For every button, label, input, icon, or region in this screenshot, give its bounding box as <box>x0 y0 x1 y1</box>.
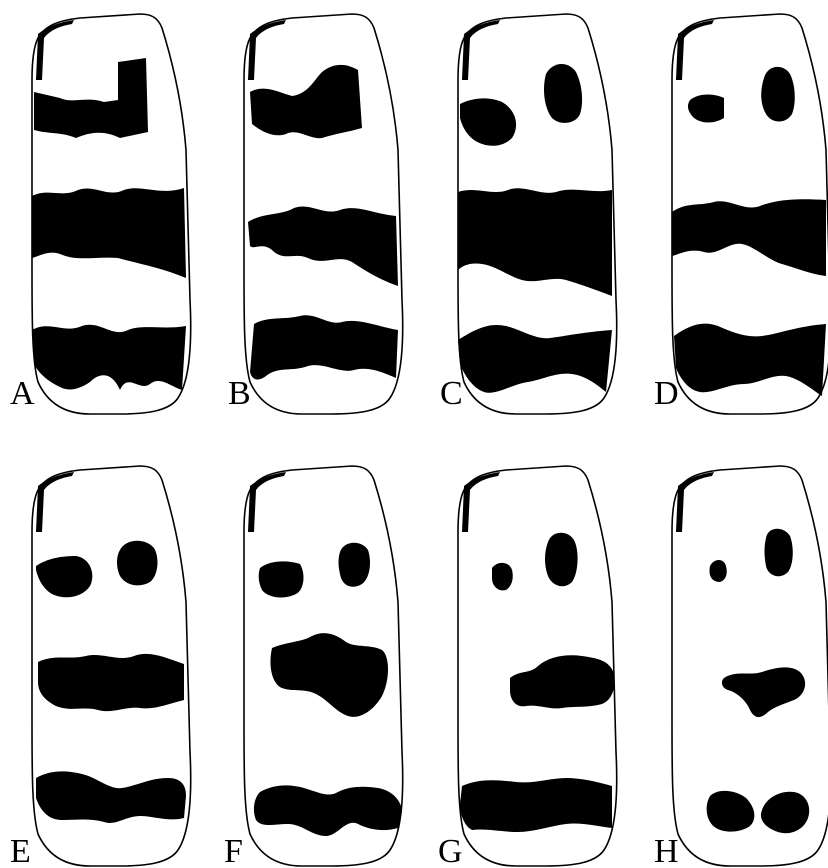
panel-d <box>672 14 828 414</box>
panel-a <box>32 14 191 414</box>
right-spot-mark <box>545 533 578 587</box>
panel-label-g: G <box>438 833 463 868</box>
panel-c <box>458 14 617 414</box>
panel-label-d: D <box>654 375 679 412</box>
panel-label-e: E <box>10 833 31 868</box>
panel-label-h: H <box>654 833 679 868</box>
right-spot-mark <box>339 543 371 587</box>
left-spot-mark <box>259 561 304 597</box>
right-spot-mark <box>761 67 795 122</box>
panel-e <box>32 466 191 866</box>
middle-band-mark <box>38 654 184 711</box>
right-spot-mark <box>765 529 793 577</box>
panel-label-b: B <box>228 375 251 412</box>
panel-label-a: A <box>10 375 35 412</box>
right-spot-mark <box>117 541 157 586</box>
panel-f <box>244 466 403 866</box>
left-spot-mark <box>709 560 726 582</box>
panel-g <box>458 466 617 866</box>
panel-label-f: F <box>224 833 243 868</box>
panel-b <box>244 14 403 414</box>
lower-band-mark <box>460 778 612 832</box>
right-spot-mark <box>544 64 582 123</box>
panel-label-c: C <box>440 375 463 412</box>
left-spot-mark <box>492 563 513 590</box>
panel-h <box>672 466 828 866</box>
